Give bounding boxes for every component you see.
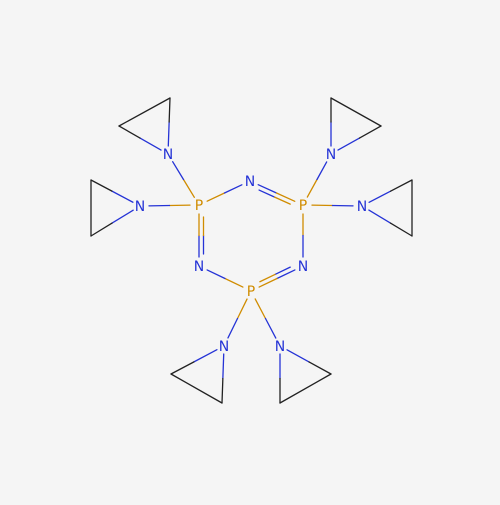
bond-P5-Na6-half-b — [266, 319, 276, 339]
aziridine-bond-Na5-cc — [171, 374, 222, 403]
bond-P1-N2-half-a — [207, 193, 224, 201]
aziridine-bond-Na3-cb-n — [338, 138, 360, 150]
bond-P1-N2-half-b — [225, 185, 242, 193]
atom-label-P1: P — [195, 198, 203, 214]
bond-P5-N6-half-a — [225, 279, 243, 288]
aziridine-bond-Na3-cb-c — [359, 126, 381, 138]
aziridine-bond-Na5-cb-c — [222, 378, 223, 403]
aziridine-bond-Na1-ca-c — [119, 126, 140, 138]
aziridine-bond-Na2-ca-c — [91, 180, 112, 191]
aziridine-bond-Na2-cb-c — [91, 223, 112, 236]
bond-P1-Na1-half-a — [184, 180, 195, 198]
atom-label-Na6: N — [275, 339, 285, 355]
aziridine-bond-Na4-ca-n — [369, 191, 390, 202]
aziridine-bond-Na1-cb-c — [169, 98, 170, 122]
bond-P3-Na3-half-b — [317, 162, 327, 180]
aziridine-bond-Na1-cc — [119, 98, 170, 126]
bond-P5-N6-half-b — [207, 270, 225, 279]
aziridine-bond-Na6-cc — [280, 374, 331, 403]
atom-label-Na4: N — [357, 199, 367, 215]
bond-P1-Na1-half-b — [173, 162, 184, 180]
atom-label-Na1: N — [163, 147, 173, 163]
bond-N2-P3-half-b — [277, 193, 295, 201]
aziridine-bond-Na2-cb-n — [112, 210, 133, 223]
aziridine-bond-Na1-cb-n — [168, 122, 169, 146]
aziridine-bond-Na3-cc — [331, 98, 381, 126]
aziridine-bond-Na5-ca-c — [171, 362, 194, 374]
bond-P5-Na5-half-b — [228, 319, 238, 338]
atom-label-Na3: N — [326, 147, 336, 163]
aziridine-bond-Na5-cb-n — [223, 354, 224, 379]
bond-N4-P5-half-b — [259, 279, 277, 288]
bond-N2-P3-half-a — [258, 185, 276, 193]
bond-P5-Na5-half-a — [238, 299, 248, 318]
bond-N4-P5-half-a — [277, 270, 295, 279]
atom-label-Na2: N — [135, 199, 145, 215]
aziridine-bond-Na1-ca-n — [140, 138, 161, 150]
atom-label-P5: P — [247, 284, 255, 300]
aziridine-bond-Na4-ca-c — [391, 180, 412, 191]
aziridine-bond-Na4-cb-c — [390, 223, 412, 236]
atom-label-Na5: N — [219, 339, 229, 355]
aziridine-bond-Na5-ca-n — [194, 350, 217, 362]
bond-P3-Na3-half-a — [307, 180, 317, 198]
atom-label-P3: P — [299, 198, 307, 214]
bond-P5-Na6-half-a — [255, 299, 265, 319]
aziridine-bond-Na6-cb-n — [287, 350, 309, 362]
atom-label-N6: N — [194, 259, 204, 275]
atom-label-N2: N — [245, 174, 255, 190]
aziridine-bond-Na6-cb-c — [309, 362, 331, 374]
atom-label-N4: N — [298, 259, 308, 275]
aziridine-bond-Na2-ca-n — [112, 191, 133, 202]
aziridine-bond-Na4-cb-n — [369, 210, 391, 223]
